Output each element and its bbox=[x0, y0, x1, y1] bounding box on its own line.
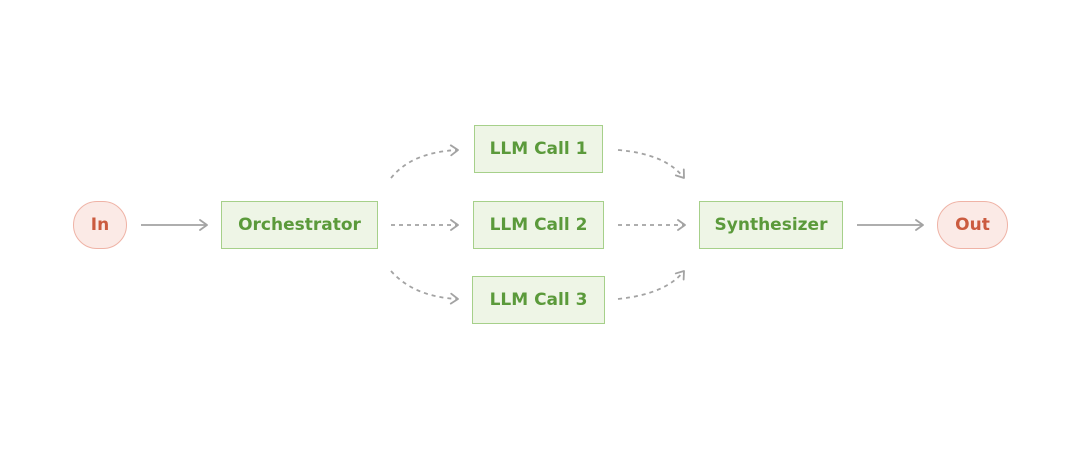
output-node: Out bbox=[937, 201, 1008, 249]
input-node: In bbox=[73, 201, 127, 249]
output-node-label: Out bbox=[955, 215, 990, 235]
edge-llm-call-1-to-synthesizer bbox=[617, 149, 685, 179]
synthesizer-node-label: Synthesizer bbox=[714, 215, 828, 235]
orchestrator-node-label: Orchestrator bbox=[238, 215, 361, 235]
llm-call-2-node: LLM Call 2 bbox=[473, 201, 604, 249]
input-node-label: In bbox=[90, 215, 110, 235]
orchestrator-node: Orchestrator bbox=[221, 201, 378, 249]
edge-orchestrator-to-llm-call-1 bbox=[390, 144, 459, 179]
llm-call-2-node-label: LLM Call 2 bbox=[489, 215, 588, 235]
synthesizer-node: Synthesizer bbox=[699, 201, 843, 249]
llm-call-3-node: LLM Call 3 bbox=[472, 276, 605, 324]
llm-call-1-node: LLM Call 1 bbox=[474, 125, 603, 173]
llm-call-1-node-label: LLM Call 1 bbox=[489, 139, 588, 159]
llm-call-3-node-label: LLM Call 3 bbox=[489, 290, 588, 310]
edge-orchestrator-to-llm-call-3 bbox=[390, 270, 459, 305]
edge-llm-call-3-to-synthesizer bbox=[617, 270, 685, 300]
